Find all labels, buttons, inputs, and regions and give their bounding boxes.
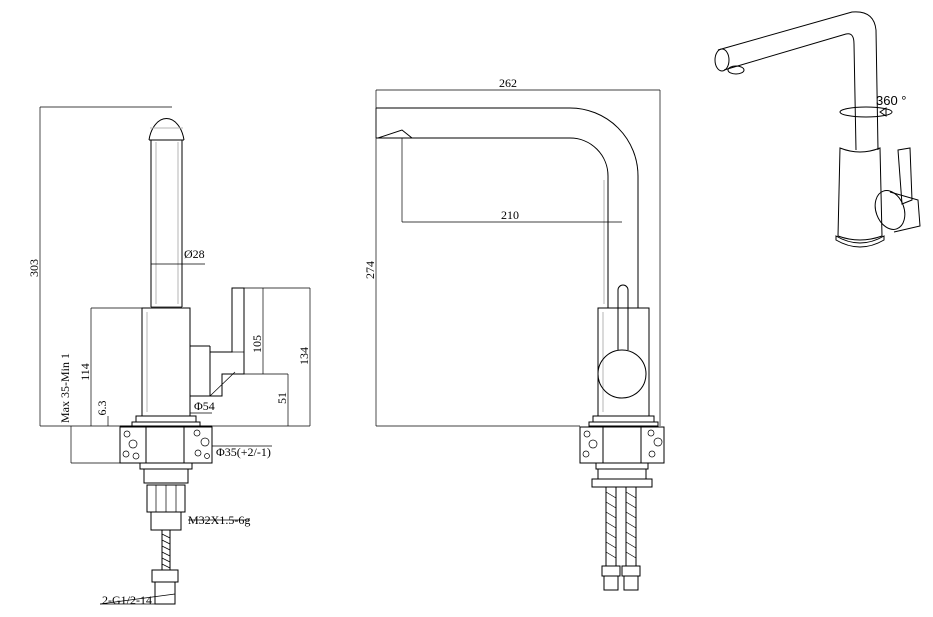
- dim-hole-diameter: Φ35(+2/-1): [216, 445, 271, 459]
- dim-lever-base: 51: [275, 392, 289, 404]
- dim-reach: 210: [501, 208, 519, 222]
- faucet-body: [141, 307, 191, 417]
- iso-view: 360 °: [714, 11, 921, 248]
- front-view: 262 210 274: [363, 76, 665, 591]
- rotation-label: 360 °: [876, 93, 907, 108]
- dim-hose-thread: 2-G1/2-14: [102, 593, 152, 607]
- spout-top: [148, 118, 185, 141]
- rotation-arrow: [839, 106, 893, 118]
- front-body: [597, 307, 650, 417]
- dim-height-total: 303: [27, 259, 41, 277]
- dim-deck-range: Max 35-Min 1: [58, 353, 72, 423]
- iso-body: [837, 147, 883, 241]
- dim-lever-total: 134: [297, 347, 311, 365]
- side-view: 303 Ø28 114 Max 35-Min 1 6.3 Φ54 105 134…: [27, 106, 311, 607]
- lever-knob: [597, 349, 647, 399]
- dim-height: 274: [363, 261, 377, 279]
- dim-body-height: 114: [78, 363, 92, 381]
- iso-lever: [897, 147, 913, 205]
- spout-arc: [376, 107, 639, 308]
- dim-body-diameter: Φ54: [194, 399, 215, 413]
- dim-thread: M32X1.5-6g: [188, 513, 250, 527]
- aerator: [377, 129, 413, 139]
- dim-lever-height: 105: [250, 335, 264, 353]
- dim-base-offset: 6.3: [95, 401, 109, 416]
- mounting-nut: [146, 484, 186, 513]
- dim-spout-diameter: Ø28: [184, 247, 205, 261]
- dim-width-total: 262: [499, 76, 517, 90]
